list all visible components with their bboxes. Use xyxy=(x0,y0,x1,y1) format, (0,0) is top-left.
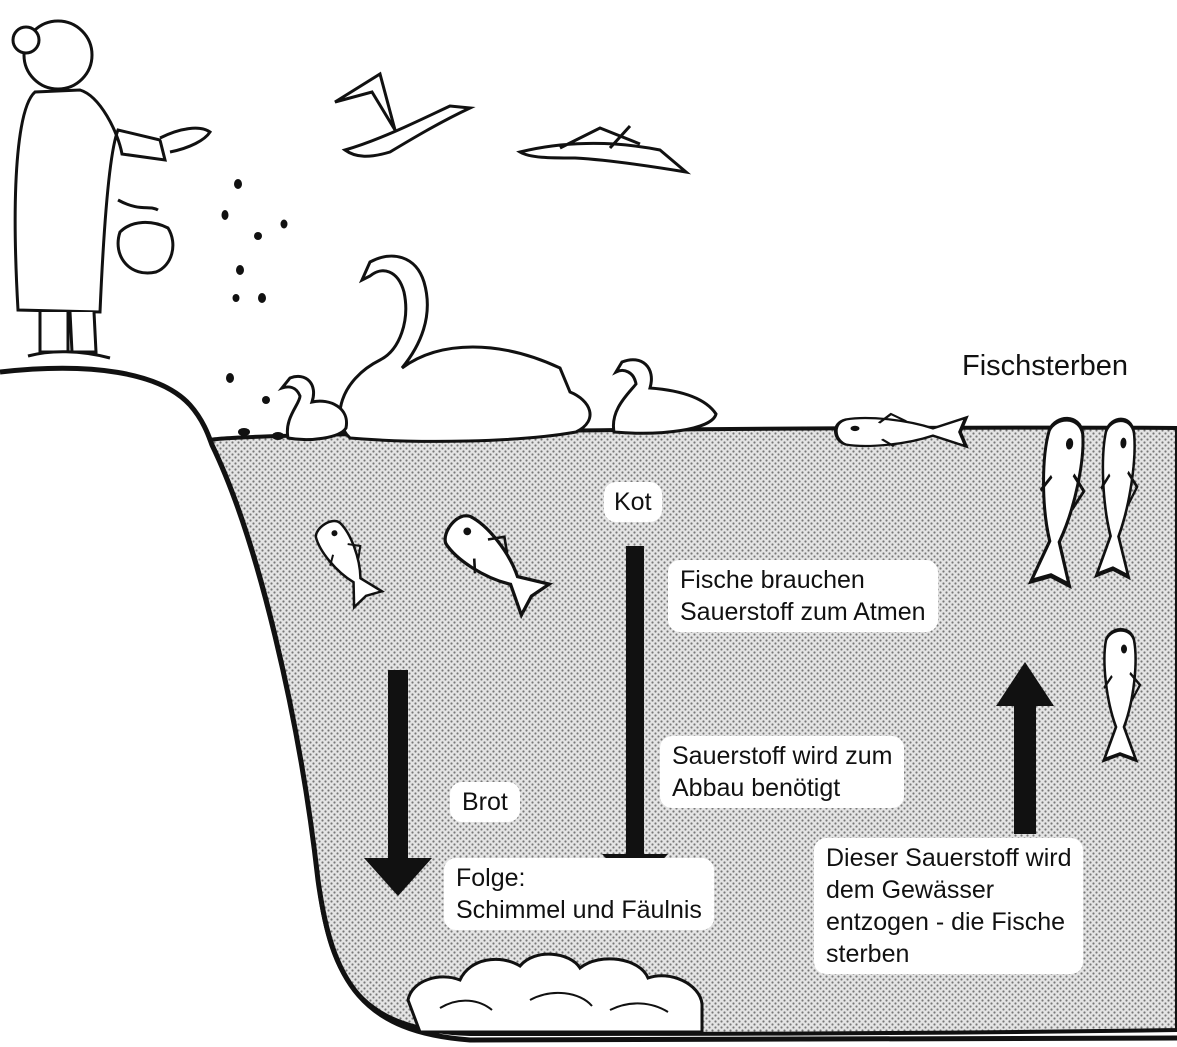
label-fische-atmen-line: Fische brauchen xyxy=(680,564,926,596)
cygnet-icon xyxy=(613,360,716,433)
swan-icon xyxy=(340,256,590,441)
label-kot-text: Kot xyxy=(614,486,652,518)
label-entzogen: Dieser Sauerstoff wird dem Gewässer entz… xyxy=(814,838,1083,974)
seagull-icon xyxy=(335,74,470,156)
label-brot-text: Brot xyxy=(462,786,508,818)
person-feeding-icon xyxy=(13,21,210,358)
label-folge: Folge: Schimmel und Fäulnis xyxy=(444,858,714,930)
label-fische-atmen-line: Sauerstoff zum Atmen xyxy=(680,596,926,628)
label-entzogen-line: entzogen - die Fische xyxy=(826,906,1071,938)
label-brot: Brot xyxy=(450,782,520,822)
label-entzogen-line: dem Gewässer xyxy=(826,874,1071,906)
label-fische-atmen: Fische brauchen Sauerstoff zum Atmen xyxy=(668,560,938,632)
label-kot: Kot xyxy=(604,482,662,522)
seagull-icon xyxy=(520,126,686,172)
diagram-title: Fischsterben xyxy=(962,349,1128,383)
label-folge-line: Schimmel und Fäulnis xyxy=(456,894,702,926)
label-abbau: Sauerstoff wird zum Abbau benötigt xyxy=(660,736,904,808)
label-entzogen-line: sterben xyxy=(826,938,1071,970)
bread-crumbs-icon xyxy=(222,179,288,440)
label-folge-line: Folge: xyxy=(456,862,702,894)
label-abbau-line: Sauerstoff wird zum xyxy=(672,740,892,772)
label-abbau-line: Abbau benötigt xyxy=(672,772,892,804)
cygnet-icon xyxy=(282,376,347,439)
label-entzogen-line: Dieser Sauerstoff wird xyxy=(826,842,1071,874)
